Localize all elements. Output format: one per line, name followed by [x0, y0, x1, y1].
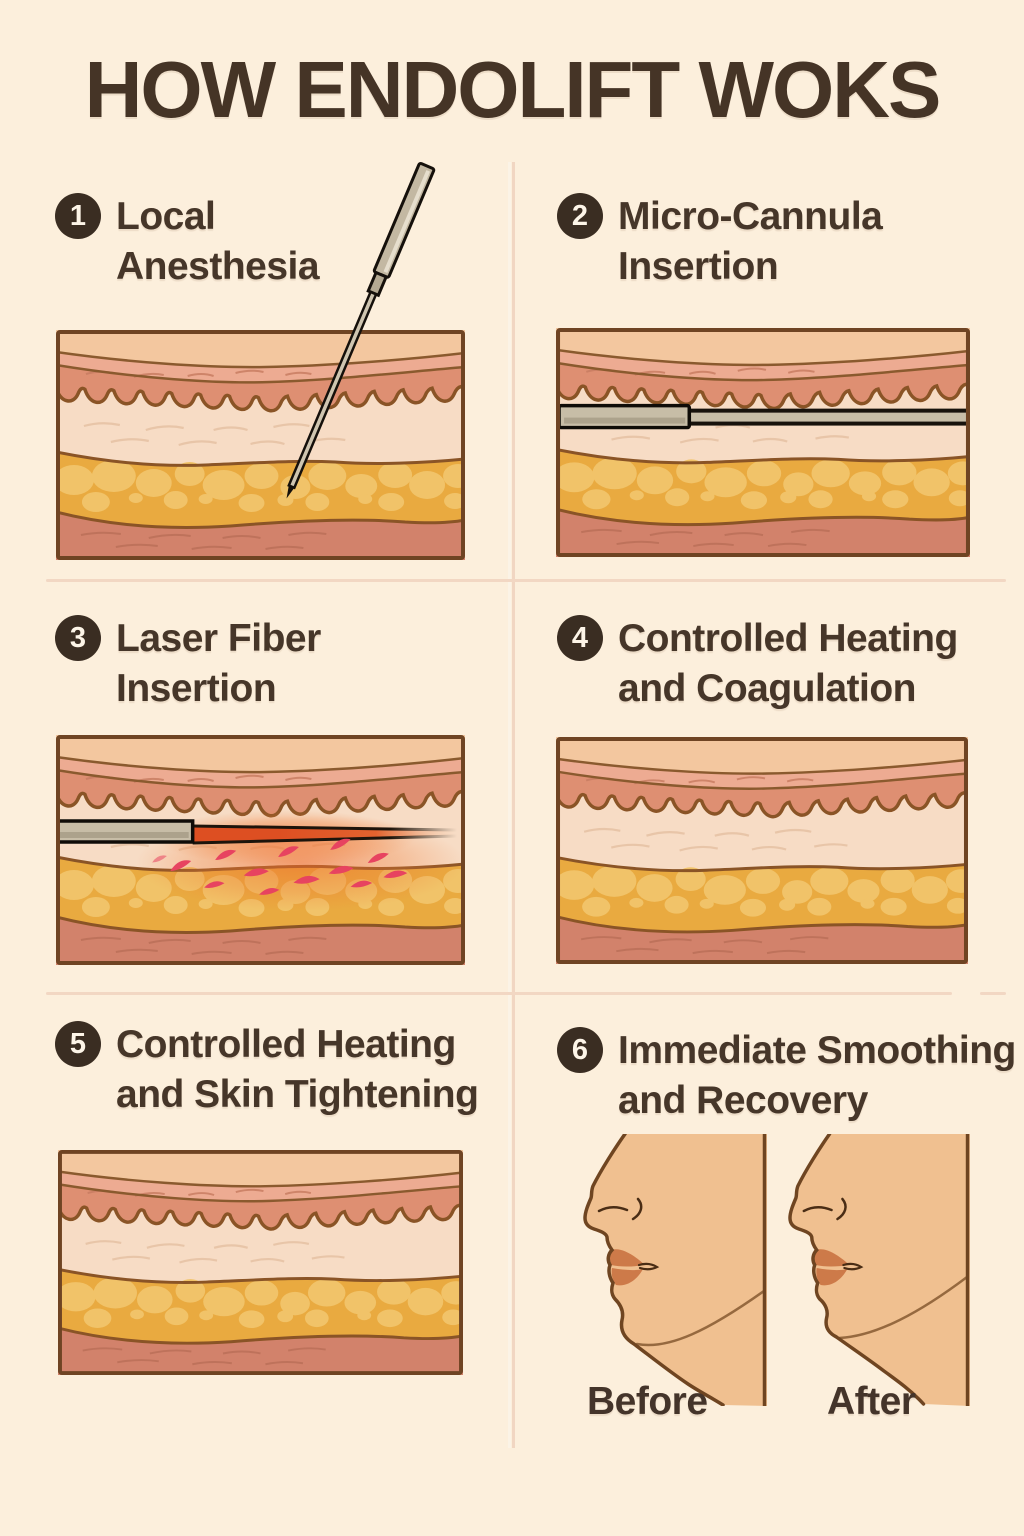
step-1-badge: 1 [55, 193, 101, 239]
vertical-divider [512, 162, 515, 1448]
step-5-badge: 5 [55, 1021, 101, 1067]
horizontal-divider-2 [46, 992, 952, 995]
step-6-heading: Immediate Smoothing and Recovery [618, 1029, 1016, 1122]
horizontal-divider-2-dash [980, 992, 1006, 995]
skin-cross-section-figure-3 [56, 735, 465, 965]
skin-cross-section-figure-1 [56, 330, 465, 560]
skin-cross-section-figure-2 [556, 328, 970, 557]
before-label: Before [587, 1380, 708, 1423]
page-title: HOW ENDOLIFT WOKS [84, 45, 942, 134]
step-2-heading: Micro-Cannula Insertion [618, 195, 883, 288]
before-face-profile [583, 1134, 767, 1406]
horizontal-divider-1 [46, 579, 1006, 582]
step-5-heading: Controlled Heating and Skin Tightening [116, 1023, 479, 1116]
after-label: After [827, 1380, 916, 1423]
step-4-badge: 4 [557, 615, 603, 661]
after-face-profile [788, 1134, 970, 1406]
step-6-badge: 6 [557, 1027, 603, 1073]
skin-cross-section-figure-5 [58, 1150, 463, 1375]
step-3-heading: Laser Fiber Insertion [116, 617, 321, 710]
step-2-badge: 2 [557, 193, 603, 239]
vertical-divider-highlight [508, 162, 511, 1448]
skin-cross-section-figure-4 [556, 737, 968, 964]
step-4-heading: Controlled Heating and Coagulation [618, 617, 958, 710]
step-1-heading: Local Anesthesia [116, 195, 320, 288]
step-3-badge: 3 [55, 615, 101, 661]
